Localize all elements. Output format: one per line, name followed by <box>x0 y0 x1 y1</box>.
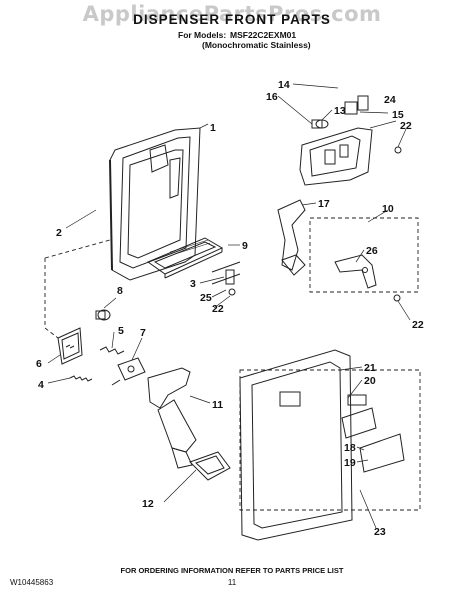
callout-23: 23 <box>374 526 386 538</box>
actuator-8 <box>95 309 111 321</box>
model-variant: (Monochromatic Stainless) <box>202 40 311 50</box>
handle-26 <box>334 254 401 302</box>
watermark: AppliancePartsPros.com <box>82 2 382 26</box>
bracket-15 <box>299 127 373 186</box>
control-board <box>341 394 405 473</box>
callout-2: 2 <box>56 227 62 239</box>
callout-3: 3 <box>190 278 196 290</box>
callout-19: 19 <box>344 457 356 469</box>
callout-16: 16 <box>266 91 278 103</box>
front-panel-21 <box>239 349 353 541</box>
chute-12 <box>189 451 231 481</box>
document-number: W10445863 <box>10 578 54 587</box>
callout-25: 25 <box>200 292 212 304</box>
callout-9: 9 <box>242 240 248 252</box>
lever-7 <box>111 357 146 386</box>
callout-24: 24 <box>384 94 396 106</box>
ordering-info: FOR ORDERING INFORMATION REFER TO PARTS … <box>120 566 344 575</box>
callout-7: 7 <box>140 327 146 339</box>
callout-10: 10 <box>382 203 394 215</box>
callout-22a: 22 <box>212 303 224 315</box>
module-6 <box>57 327 83 365</box>
model-info: For Models:MSF22C2EXM01 (Monochromatic S… <box>178 30 311 50</box>
callout-17: 17 <box>318 198 330 210</box>
water-lever-17 <box>277 199 306 276</box>
models-label: For Models: <box>178 30 227 40</box>
callout-6: 6 <box>36 358 42 370</box>
callout-22b: 22 <box>400 120 412 132</box>
callout-26: 26 <box>366 245 378 257</box>
callout-14: 14 <box>278 79 290 91</box>
callout-21: 21 <box>364 362 376 374</box>
page-title: DISPENSER FRONT PARTS <box>133 12 331 27</box>
paddle-11 <box>147 367 197 469</box>
dispenser-housing <box>109 127 201 281</box>
callout-11: 11 <box>212 399 223 411</box>
callout-5: 5 <box>118 325 124 337</box>
callout-18: 18 <box>344 442 356 454</box>
callout-1: 1 <box>210 122 216 134</box>
callout-12: 12 <box>142 498 154 510</box>
model-number: MSF22C2EXM01 <box>230 30 297 40</box>
callout-13: 13 <box>334 105 346 117</box>
hardware-3-25 <box>211 261 241 296</box>
page-number: 11 <box>227 578 237 587</box>
callout-4: 4 <box>38 379 44 391</box>
callout-8: 8 <box>117 285 123 297</box>
drip-tray <box>146 237 224 279</box>
callout-20: 20 <box>364 375 376 387</box>
callout-22c: 22 <box>412 319 424 331</box>
callout-15: 15 <box>392 109 404 121</box>
